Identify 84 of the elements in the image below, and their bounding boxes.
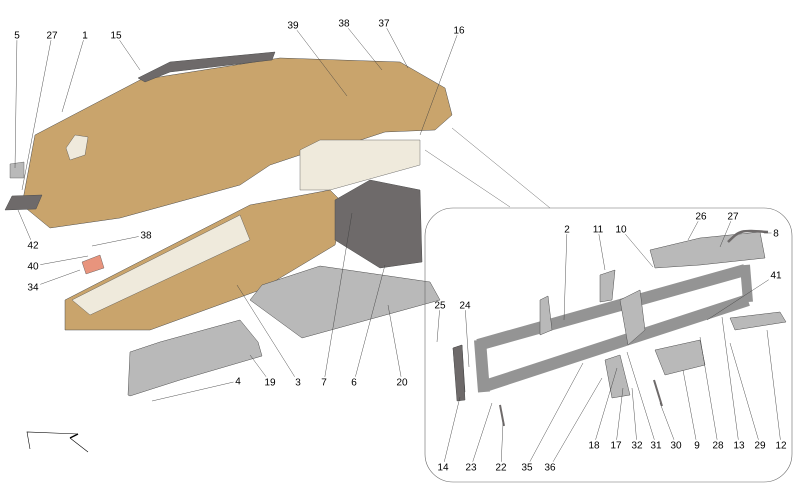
leader-line xyxy=(14,40,18,168)
callout-number: 22 xyxy=(496,464,506,470)
callout-number: 29 xyxy=(754,441,766,449)
leader-line xyxy=(92,236,139,246)
callout-number: 23 xyxy=(466,463,476,471)
leader-line xyxy=(595,368,618,440)
leader-line xyxy=(682,370,696,440)
callout-number: 37 xyxy=(378,19,390,27)
leader-line xyxy=(730,342,759,440)
leader-line xyxy=(564,234,568,320)
leader-line xyxy=(720,220,732,248)
callout-number: 31 xyxy=(650,441,662,449)
leader-line xyxy=(688,221,698,240)
callout-number: 14 xyxy=(438,464,448,470)
callout-number: 34 xyxy=(28,283,38,291)
leader-line xyxy=(626,352,655,440)
callout-number: 41 xyxy=(770,272,782,278)
leader-line xyxy=(530,362,584,462)
leader-line xyxy=(386,28,408,68)
leader-line xyxy=(388,304,402,377)
leader-line xyxy=(324,212,352,378)
callout-number: 16 xyxy=(454,26,464,34)
callout-number: 30 xyxy=(670,441,682,449)
leader-line xyxy=(62,40,84,112)
leader-line xyxy=(501,422,504,462)
leader-line xyxy=(764,232,772,234)
callout-number: 32 xyxy=(632,441,642,449)
leader-line xyxy=(152,382,234,402)
leader-line xyxy=(660,402,674,440)
callout-number: 5 xyxy=(14,32,20,38)
leader-line xyxy=(250,354,266,377)
callout-number: 24 xyxy=(460,302,470,308)
callout-number: 3 xyxy=(296,378,300,386)
callout-number: 4 xyxy=(235,378,240,384)
callout-number: 13 xyxy=(734,441,744,449)
leader-line xyxy=(632,388,637,440)
leader-line xyxy=(40,256,88,265)
leader-line xyxy=(18,210,31,240)
callout-number: 7 xyxy=(322,378,326,386)
callout-number: 40 xyxy=(28,262,38,270)
callout-number: 1 xyxy=(83,32,88,38)
callout-number: 18 xyxy=(589,441,600,449)
callout-number: 10 xyxy=(616,225,626,233)
leader-line xyxy=(40,270,80,285)
leader-line xyxy=(236,284,295,377)
callout-number: 6 xyxy=(352,378,356,386)
callout-number: 11 xyxy=(594,226,603,232)
callout-number: 38 xyxy=(140,231,152,239)
callout-number: 39 xyxy=(288,21,298,29)
leader-line xyxy=(444,396,460,462)
leader-line xyxy=(465,310,470,368)
leader-line xyxy=(436,310,440,342)
leader-line xyxy=(22,40,52,190)
leader-line xyxy=(616,388,624,440)
leader-line xyxy=(348,28,382,70)
leader-line xyxy=(598,234,606,270)
callout-number: 38 xyxy=(338,19,350,27)
callout-number: 36 xyxy=(544,463,556,471)
leader-line xyxy=(552,378,602,462)
leader-line xyxy=(119,40,140,70)
callout-number: 8 xyxy=(774,229,778,237)
callout-number: 20 xyxy=(396,378,408,386)
leader-line xyxy=(296,30,348,96)
leader-line xyxy=(472,402,492,462)
leader-line xyxy=(766,330,781,440)
callout-number: 17 xyxy=(611,442,622,448)
leader-line xyxy=(722,316,739,440)
callout-number: 27 xyxy=(728,212,738,220)
callout-number: 15 xyxy=(111,32,122,38)
leader-line xyxy=(420,35,458,136)
callout-number: 19 xyxy=(265,378,276,386)
leader-line xyxy=(706,280,769,320)
leader-line xyxy=(700,336,718,440)
callout-number: 26 xyxy=(696,212,706,220)
callout-number: 27 xyxy=(46,32,58,38)
leader-line xyxy=(625,234,654,268)
callout-number: 42 xyxy=(28,242,38,248)
leader-line xyxy=(355,264,386,377)
callout-number: 12 xyxy=(776,442,786,448)
callout-number: 2 xyxy=(564,226,570,232)
callout-number: 9 xyxy=(694,441,700,449)
callout-number: 25 xyxy=(434,301,446,309)
callout-number: 35 xyxy=(522,463,532,471)
callout-number: 28 xyxy=(712,441,724,449)
